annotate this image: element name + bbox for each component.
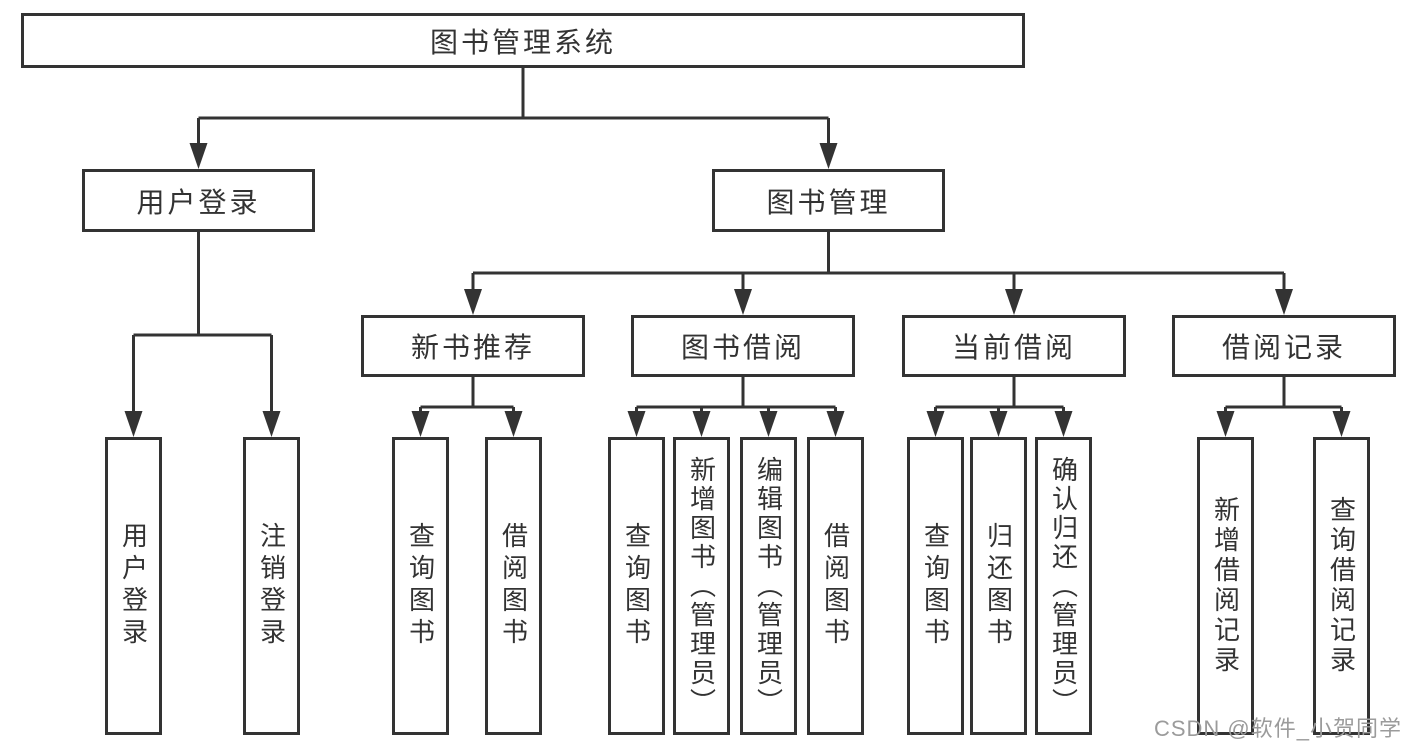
node-bb-query-books-label: 查询图书 (621, 522, 652, 650)
node-cb-confirm-return-admin: 确认归还（管理员） (1035, 437, 1092, 735)
node-new-book-recommend-label: 新书推荐 (410, 332, 535, 363)
node-leaf-user-login-label: 用户登录 (118, 522, 149, 650)
node-nbr-borrow-books-label: 借阅图书 (498, 522, 529, 650)
node-br-query-record: 查询借阅记录 (1313, 437, 1370, 735)
node-leaf-logout-label: 注销登录 (256, 522, 287, 650)
node-bb-query-books: 查询图书 (608, 437, 665, 735)
node-bb-borrow-books-label: 借阅图书 (820, 522, 851, 650)
node-cb-query-books-label: 查询图书 (920, 522, 951, 650)
node-br-query-record-label: 查询借阅记录 (1326, 496, 1357, 676)
node-user-login-label: 用户登录 (136, 186, 261, 218)
node-nbr-query-books-label: 查询图书 (405, 522, 436, 650)
node-cb-confirm-return-admin-label: 确认归还（管理员） (1048, 455, 1079, 717)
node-leaf-logout: 注销登录 (243, 437, 300, 735)
node-user-login: 用户登录 (82, 169, 315, 232)
node-br-add-record-label: 新增借阅记录 (1210, 496, 1241, 676)
node-bb-edit-books-admin: 编辑图书（管理员） (740, 437, 797, 735)
node-cb-return-books-label: 归还图书 (983, 522, 1014, 650)
node-current-borrowing: 当前借阅 (902, 315, 1126, 377)
node-borrowing-records-label: 借阅记录 (1221, 332, 1346, 363)
node-borrowing-records: 借阅记录 (1172, 315, 1396, 377)
node-nbr-borrow-books: 借阅图书 (485, 437, 542, 735)
node-library-management-system-label: 图书管理系统 (429, 26, 616, 58)
node-library-management-system: 图书管理系统 (21, 13, 1025, 68)
node-bb-add-books-admin-label: 新增图书（管理员） (686, 455, 717, 717)
node-book-management-label: 图书管理 (766, 186, 891, 218)
node-current-borrowing-label: 当前借阅 (951, 332, 1076, 363)
node-bb-borrow-books: 借阅图书 (807, 437, 864, 735)
node-cb-return-books: 归还图书 (970, 437, 1027, 735)
node-leaf-user-login: 用户登录 (105, 437, 162, 735)
watermark: CSDN @软件_小贺同学 (1153, 716, 1402, 741)
node-bb-edit-books-admin-label: 编辑图书（管理员） (753, 455, 784, 717)
node-nbr-query-books: 查询图书 (392, 437, 449, 735)
node-bb-add-books-admin: 新增图书（管理员） (673, 437, 730, 735)
node-book-borrowing: 图书借阅 (631, 315, 855, 377)
node-cb-query-books: 查询图书 (907, 437, 964, 735)
node-book-borrowing-label: 图书借阅 (680, 332, 805, 363)
node-book-management: 图书管理 (712, 169, 945, 232)
node-br-add-record: 新增借阅记录 (1197, 437, 1254, 735)
node-new-book-recommend: 新书推荐 (361, 315, 585, 377)
